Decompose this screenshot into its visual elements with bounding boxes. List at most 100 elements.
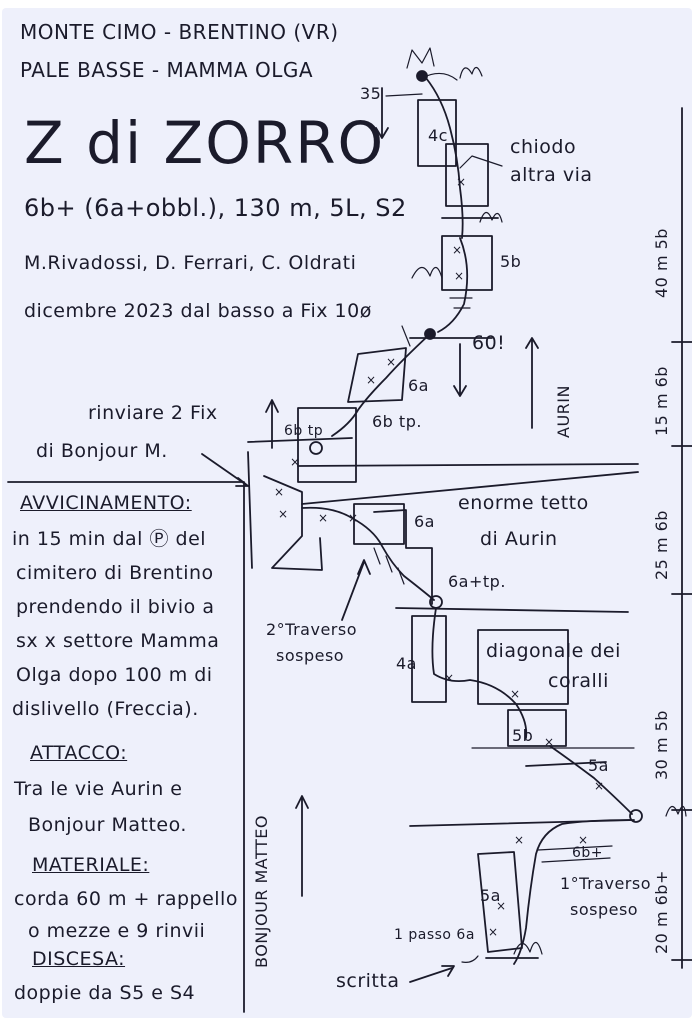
grade-6a-tetto: 6a	[414, 512, 435, 531]
rope-mark	[401, 325, 411, 347]
rock-block	[353, 503, 405, 545]
route-line	[331, 333, 431, 437]
chiodo-label: chiodo	[510, 136, 577, 158]
grade-5b-top: 5b	[500, 252, 522, 271]
bolt-mark: ×	[452, 243, 463, 257]
sector-title: PALE BASSE - MAMMA OLGA	[20, 58, 314, 82]
rock-block	[411, 615, 447, 703]
bolt-mark: ×	[318, 511, 329, 525]
grade-5a-low: 5a	[480, 886, 501, 905]
rock-block	[347, 347, 407, 403]
scritta-arrow	[409, 965, 455, 983]
bolt-mark: ×	[386, 355, 397, 369]
plant-icon	[513, 941, 543, 955]
approach-line: sx x settore Mamma	[16, 630, 220, 652]
rock-block	[445, 143, 489, 207]
belay-s5	[416, 70, 428, 82]
traverso1-label: sospeso	[570, 900, 639, 919]
plant-icon	[459, 66, 483, 79]
roof-line	[297, 463, 639, 467]
bolt-mark: ×	[348, 511, 359, 525]
pitch-length: 30 m 5b	[652, 710, 671, 780]
pitch-length: 40 m 5b	[652, 228, 671, 298]
bolt-mark: ×	[454, 269, 465, 283]
grade-6b-plus: 6b+	[572, 845, 604, 861]
rock-block	[417, 99, 457, 167]
rock-edge	[373, 509, 433, 605]
bolt-mark: ×	[444, 671, 455, 685]
traverso-arrow	[341, 559, 371, 621]
bolt-mark: ×	[544, 735, 555, 749]
bonjour-label: BONJOUR MATTEO	[252, 815, 271, 968]
grade-4c: 4c	[428, 126, 448, 145]
rock-edge	[247, 437, 353, 569]
rinviare-arrow	[201, 453, 249, 487]
topo-sheet: MONTE CIMO - BRENTINO (VR) PALE BASSE - …	[2, 8, 692, 1018]
route-topo-diagram	[7, 47, 692, 1013]
chiodo-pointer	[459, 155, 503, 169]
grade-5a-right: 5a	[588, 756, 609, 775]
grade-6b-tp-left: 6b tp	[284, 423, 324, 439]
route-title: Z di ZORRO	[24, 109, 386, 177]
plant-icon	[411, 266, 443, 279]
grade-line: 6b+ (6a+obbl.), 130 m, 5L, S2	[24, 194, 407, 222]
pitch-ticks	[671, 341, 692, 961]
sixty-label: 60!	[472, 332, 506, 354]
bolt-mark: ×	[594, 779, 605, 793]
bolt-mark: ×	[488, 925, 499, 939]
authors: M.Rivadossi, D. Ferrari, C. Oldrati	[24, 252, 357, 274]
bolt-mark: ×	[290, 455, 301, 469]
belay-s1	[629, 809, 643, 823]
approach-line: dislivello (Freccia).	[12, 698, 199, 720]
materiale-line: corda 60 m + rappello	[14, 888, 238, 910]
rock-block	[297, 407, 357, 483]
grade-6b-tp: 6b tp.	[372, 412, 422, 431]
rock-block	[477, 629, 569, 705]
bolt-mark: ×	[578, 833, 589, 847]
location-title: MONTE CIMO - BRENTINO (VR)	[20, 20, 339, 44]
scritta-label: scritta	[336, 970, 400, 992]
approach-heading: AVVICINAMENTO:	[20, 492, 192, 514]
pitch-length: 15 m 6b	[652, 366, 671, 436]
ledge-line	[395, 607, 629, 613]
route-line	[431, 607, 528, 739]
route-line	[425, 77, 464, 239]
traverso2-label: sospeso	[276, 646, 345, 665]
approach-line: in 15 min dal Ⓟ del	[12, 528, 207, 550]
attacco-heading: ATTACCO:	[30, 742, 128, 764]
rock-block	[263, 475, 323, 571]
grade-5b-mid: 5b	[512, 726, 534, 745]
route-line	[513, 819, 631, 965]
diagonale-label: coralli	[548, 670, 609, 692]
route-line	[301, 506, 435, 601]
bolt-mark: ×	[456, 175, 467, 189]
grade-6a-upper: 6a	[408, 376, 429, 395]
rinviare-label: rinviare 2 Fix	[88, 402, 218, 424]
plant-icon	[406, 47, 435, 69]
attacco-line: Tra le vie Aurin e	[14, 778, 183, 800]
aurin-arrow	[525, 337, 539, 429]
bolt-mark: ×	[274, 485, 285, 499]
date-line: dicembre 2023 dal basso a Fix 10ø	[24, 300, 372, 322]
bolt-mark: ×	[496, 899, 507, 913]
ledge-line	[525, 761, 607, 767]
plant-icon	[665, 805, 687, 817]
info-panel-border	[7, 481, 245, 1013]
traverso-edge	[537, 845, 613, 863]
plant-icon	[479, 211, 503, 223]
aurin-label: AURIN	[554, 385, 573, 438]
bolt-mark: ×	[366, 373, 377, 387]
rinviare-label: di Bonjour M.	[36, 440, 168, 462]
abseil-arrow	[453, 343, 467, 397]
pitch-length: 25 m 6b	[652, 510, 671, 580]
passo-pointer	[461, 955, 479, 963]
materiale-heading: MATERIALE:	[32, 854, 150, 876]
pitch-length: 20 m 6b+	[652, 870, 671, 954]
approach-line: prendendo il bivio a	[16, 596, 215, 618]
traverse-ticks	[373, 547, 405, 585]
bonjour-lower-arrow	[295, 795, 309, 897]
attacco-line: Bonjour Matteo.	[28, 814, 187, 836]
traverso2-label: 2°Traverso	[266, 620, 357, 639]
traverso1-label: 1°Traverso	[560, 874, 651, 893]
grade-4a: 4a	[396, 654, 417, 673]
